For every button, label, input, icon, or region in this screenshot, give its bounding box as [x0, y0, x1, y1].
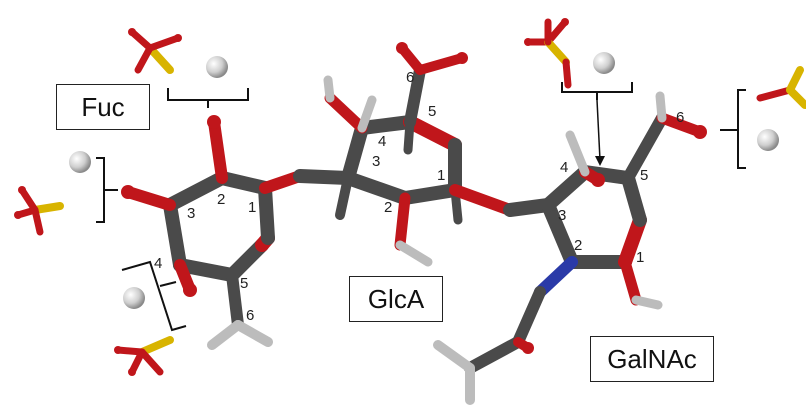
galnac-num-2: 2 — [574, 237, 582, 254]
ion-fuc-4 — [123, 287, 145, 309]
ion-galnac-4 — [593, 52, 615, 74]
sulfate-groups — [14, 18, 806, 376]
fuc-ring-bonds — [122, 116, 306, 350]
glca-num-1: 1 — [437, 167, 445, 184]
glca-num-2: 2 — [384, 199, 392, 216]
glca-label: GlcA — [349, 276, 443, 322]
bracket-fuc-2 — [167, 88, 249, 108]
fuc-num-1: 1 — [248, 199, 256, 216]
galnac-num-3: 3 — [558, 207, 566, 224]
coordination-arrow — [595, 99, 605, 166]
glca-num-4: 4 — [378, 133, 386, 150]
galnac-num-4: 4 — [560, 159, 568, 176]
glca-ring-bonds — [293, 43, 516, 267]
fuc-num-2: 2 — [217, 191, 225, 208]
galnac-atom-numbers: 1 2 3 4 5 6 — [558, 109, 684, 266]
ion-fuc-3 — [69, 151, 91, 173]
galnac-label: GalNAc — [590, 336, 714, 382]
glca-num-5: 5 — [428, 103, 436, 120]
glca-atom-numbers: 1 2 3 4 5 6 — [372, 69, 445, 216]
galnac-num-6: 6 — [676, 109, 684, 126]
fuc-num-5: 5 — [240, 275, 248, 292]
bracket-galnac-6 — [720, 89, 746, 169]
ion-galnac-6 — [757, 129, 779, 151]
fuc-num-6: 6 — [246, 307, 254, 324]
bracket-fuc-3 — [96, 157, 118, 223]
glca-num-3: 3 — [372, 153, 380, 170]
galnac-num-5: 5 — [640, 167, 648, 184]
galnac-num-1: 1 — [636, 249, 644, 266]
ion-fuc-2 — [206, 56, 228, 78]
fuc-atom-numbers: 1 2 3 4 5 6 — [154, 191, 256, 324]
coordination-brackets — [96, 82, 746, 332]
glca-num-6: 6 — [406, 69, 414, 86]
bracket-fuc-4 — [121, 260, 187, 332]
fuc-label: Fuc — [56, 84, 150, 130]
atom-joints — [14, 18, 707, 376]
fuc-num-4: 4 — [154, 255, 162, 272]
bracket-galnac-4 — [561, 82, 633, 100]
metal-ions — [69, 52, 779, 309]
fuc-num-3: 3 — [187, 205, 195, 222]
